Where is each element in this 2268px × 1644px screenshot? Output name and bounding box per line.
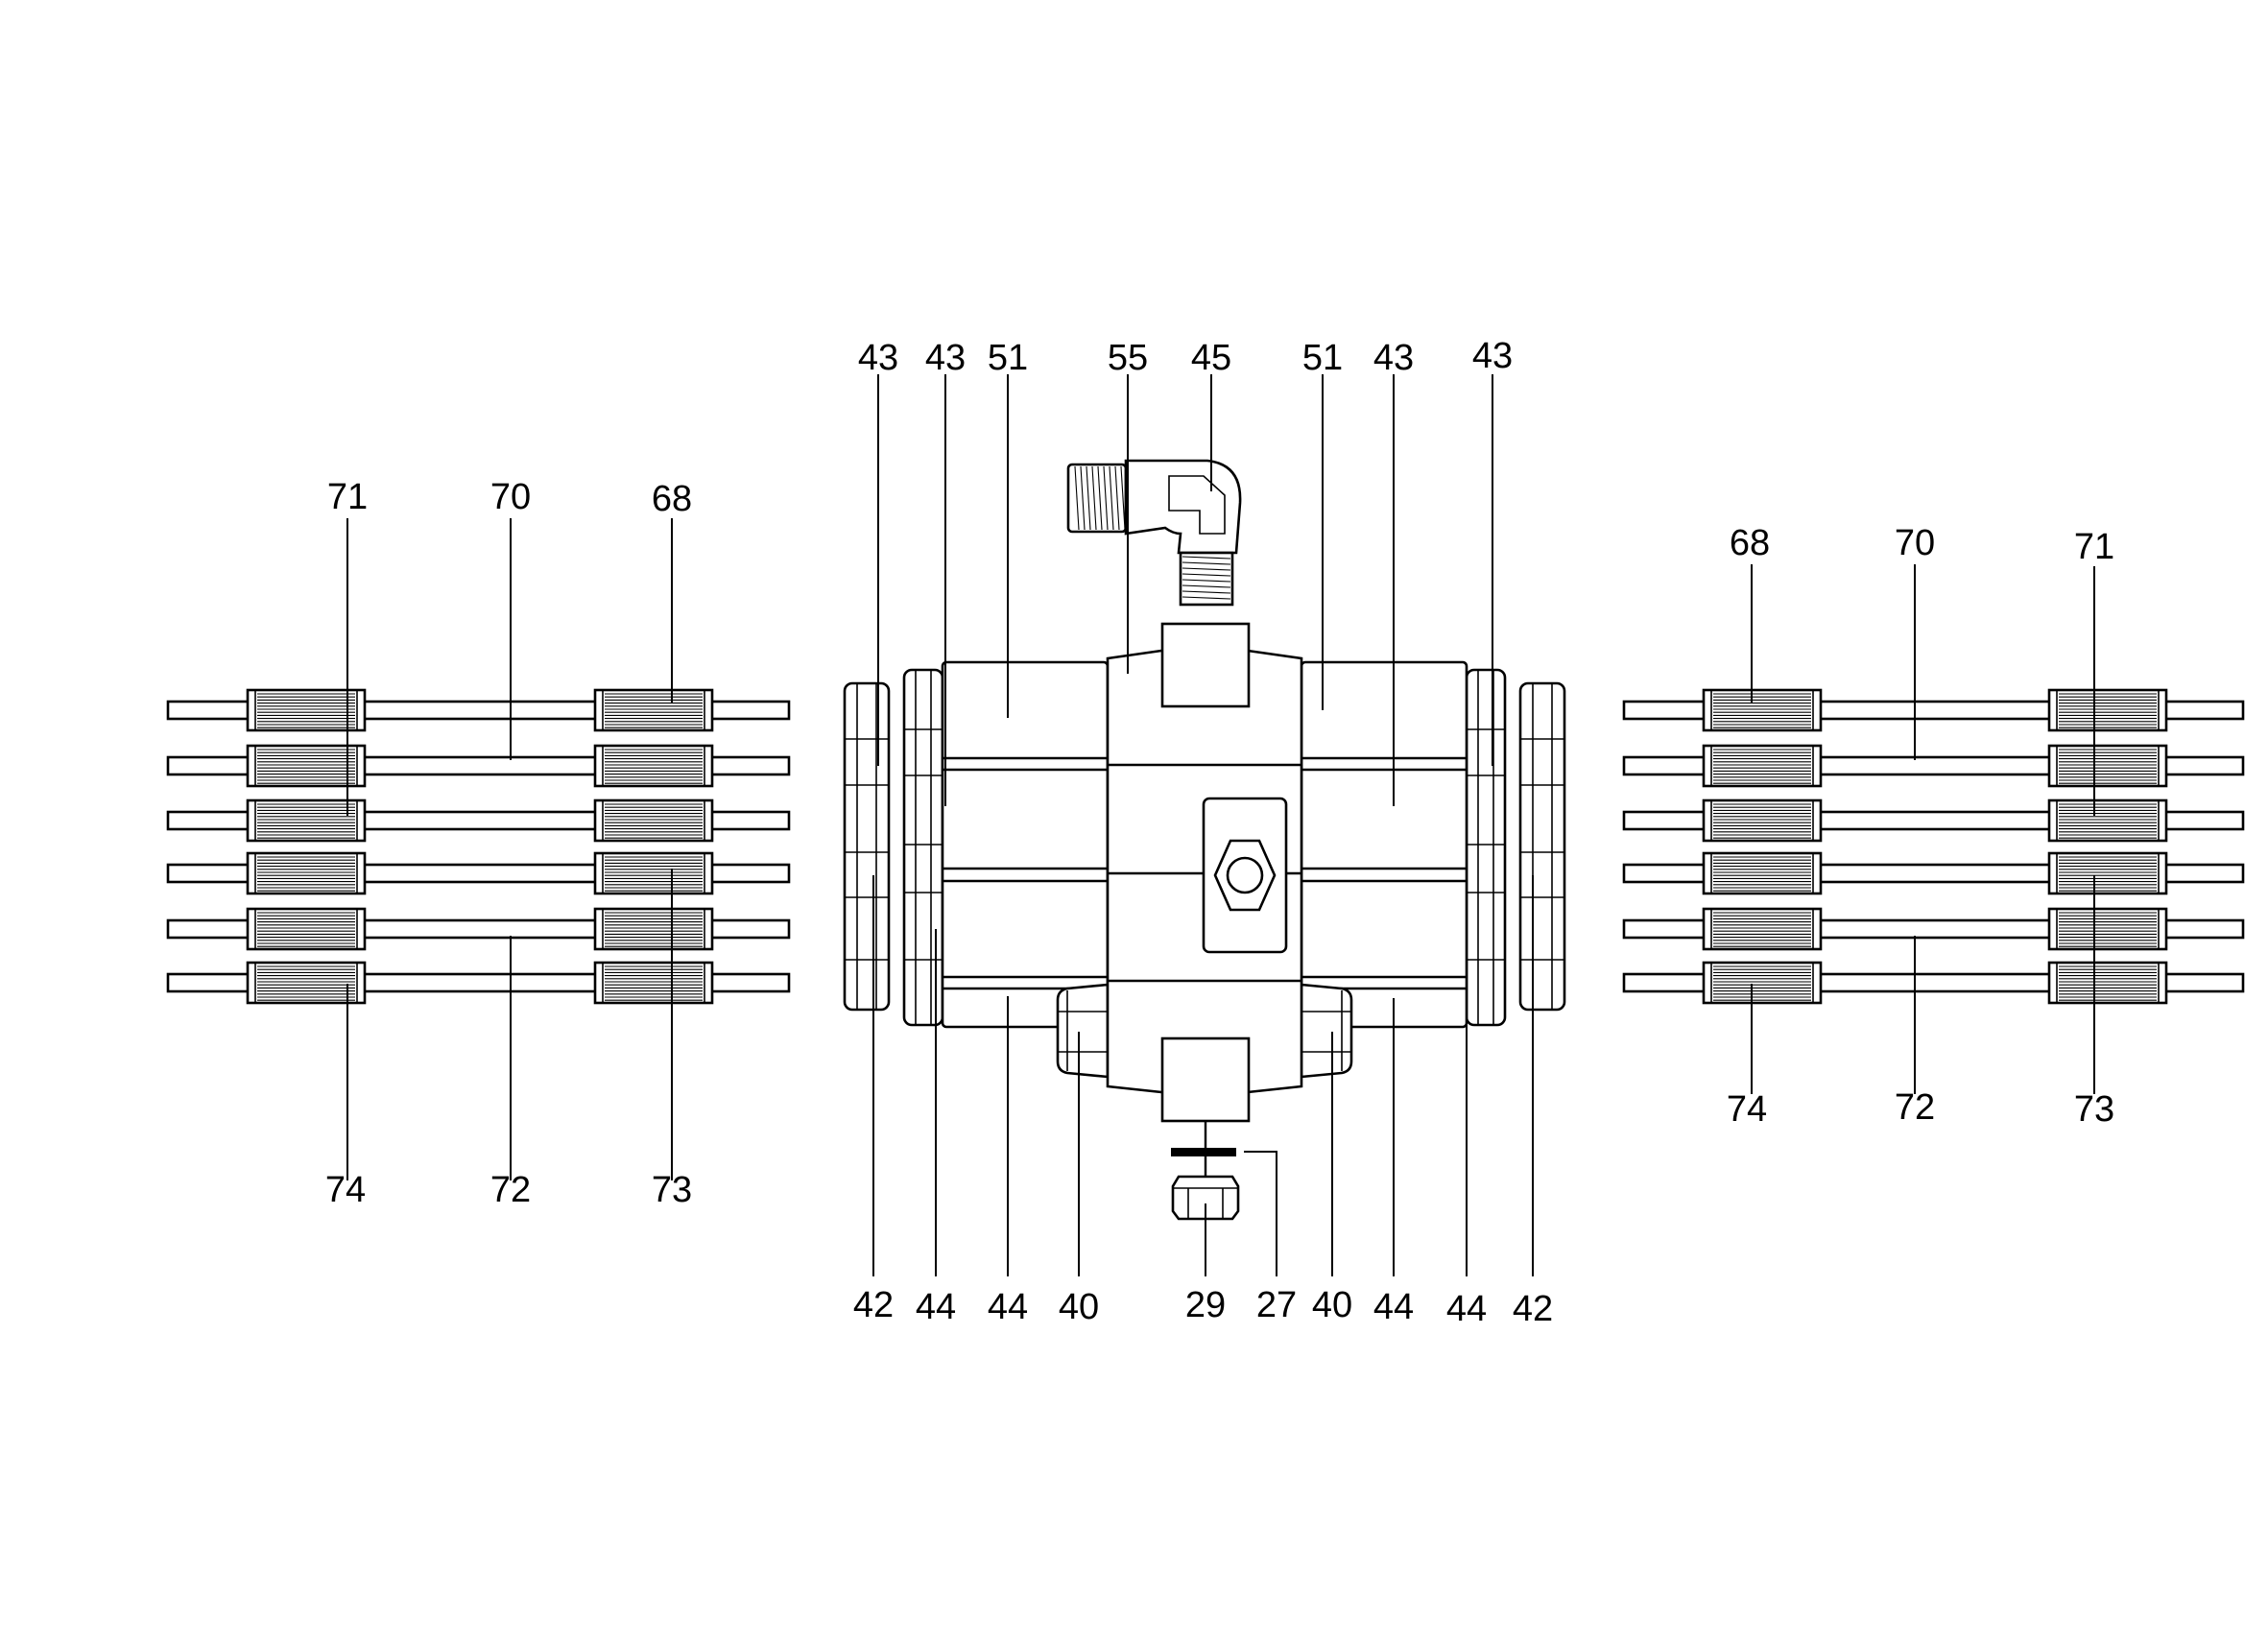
- callout-center-bottom-2: 44: [916, 1287, 956, 1327]
- ribbed-sleeve: [1702, 961, 1823, 1005]
- drain-assembly: [1171, 1121, 1240, 1221]
- ribbed-sleeve: [2047, 907, 2168, 951]
- right-side-cap: [1300, 983, 1353, 1079]
- ribbed-sleeve: [1702, 907, 1823, 951]
- callout-center-bottom-10: 42: [1513, 1289, 1553, 1329]
- callout-center-bottom-9: 44: [1446, 1289, 1487, 1329]
- tube-row-6: [1622, 961, 2245, 1005]
- callout-left-bottom-2: 72: [490, 1170, 531, 1210]
- tube-row-5: [1622, 907, 2245, 951]
- tube-row-2: [1622, 744, 2245, 788]
- callout-right-top-3: 71: [2074, 527, 2114, 567]
- top-port-block: [1160, 622, 1251, 708]
- callout-right-bottom-2: 72: [1895, 1087, 1935, 1128]
- callout-center-bottom-8: 44: [1373, 1287, 1414, 1327]
- ribbed-sleeve: [2047, 851, 2168, 895]
- ribbed-sleeve: [593, 798, 714, 843]
- callout-center-bottom-5: 29: [1185, 1285, 1226, 1325]
- tube-row-2: [166, 744, 791, 788]
- callout-center-top-5: 45: [1191, 338, 1231, 378]
- callout-center-bottom-7: 40: [1312, 1285, 1352, 1325]
- tube-row-4: [166, 851, 791, 895]
- callout-center-top-1: 43: [858, 338, 898, 378]
- callout-right-bottom-3: 73: [2074, 1089, 2114, 1130]
- sight-window: [1202, 797, 1288, 954]
- callout-right-top-2: 70: [1895, 523, 1935, 563]
- tube-row-3: [166, 798, 791, 843]
- callout-center-top-8: 43: [1472, 336, 1513, 376]
- left-valve-housings: [941, 660, 1110, 1029]
- ribbed-sleeve: [246, 851, 367, 895]
- left-side-cap: [1056, 983, 1110, 1079]
- callout-left-bottom-3: 73: [652, 1170, 692, 1210]
- ribbed-sleeve: [246, 744, 367, 788]
- ribbed-sleeve: [593, 744, 714, 788]
- ribbed-sleeve: [593, 961, 714, 1005]
- right-tube-assembly: [1622, 688, 2245, 1005]
- ribbed-sleeve: [2047, 688, 2168, 732]
- callout-center-bottom-6: 27: [1256, 1285, 1297, 1325]
- tube-row-1: [166, 688, 791, 732]
- ribbed-sleeve: [593, 851, 714, 895]
- callout-right-bottom-1: 74: [1727, 1089, 1767, 1130]
- ribbed-sleeve: [1702, 744, 1823, 788]
- left-outer-nut-stack: [843, 681, 891, 1012]
- callout-center-top-4: 55: [1108, 338, 1148, 378]
- elbow-fitting: [1066, 459, 1242, 607]
- tube-row-1: [1622, 688, 2245, 732]
- leader-lines: [346, 374, 2095, 1276]
- callout-center-bottom-4: 40: [1059, 1287, 1099, 1327]
- callout-left-top-2: 70: [490, 477, 531, 517]
- callout-center-top-3: 51: [988, 338, 1028, 378]
- ribbed-sleeve: [246, 907, 367, 951]
- left-tube-assembly: [166, 688, 791, 1005]
- callout-center-top-7: 43: [1373, 338, 1414, 378]
- callout-center-bottom-3: 44: [988, 1287, 1028, 1327]
- ribbed-sleeve: [246, 798, 367, 843]
- right-inner-nut-stack: [1465, 668, 1507, 1027]
- tube-row-3: [1622, 798, 2245, 843]
- tube-row-5: [166, 907, 791, 951]
- tube-row-6: [166, 961, 791, 1005]
- ribbed-sleeve: [2047, 798, 2168, 843]
- bottom-port-block: [1160, 1036, 1251, 1123]
- ribbed-sleeve: [1702, 688, 1823, 732]
- ribbed-sleeve: [246, 688, 367, 732]
- callout-center-top-6: 51: [1302, 338, 1343, 378]
- callout-center-bottom-1: 42: [853, 1285, 894, 1325]
- callout-labels: 43 43 51 55 45 51 43 43 42 44 44 40 29 2…: [325, 336, 2114, 1329]
- callout-center-top-2: 43: [925, 338, 966, 378]
- ribbed-sleeve: [593, 907, 714, 951]
- ribbed-sleeve: [1702, 851, 1823, 895]
- ribbed-sleeve: [2047, 961, 2168, 1005]
- center-pump-assembly: [843, 459, 1566, 1221]
- right-outer-nut-stack: [1518, 681, 1566, 1012]
- callout-left-top-1: 71: [327, 477, 368, 517]
- tube-row-4: [1622, 851, 2245, 895]
- ribbed-sleeve: [593, 688, 714, 732]
- callout-left-bottom-1: 74: [325, 1170, 366, 1210]
- callout-right-top-1: 68: [1730, 523, 1770, 563]
- ribbed-sleeve: [1702, 798, 1823, 843]
- ribbed-sleeve: [246, 961, 367, 1005]
- right-valve-housings: [1300, 660, 1468, 1029]
- callout-left-top-3: 68: [652, 479, 692, 519]
- ribbed-sleeve: [2047, 744, 2168, 788]
